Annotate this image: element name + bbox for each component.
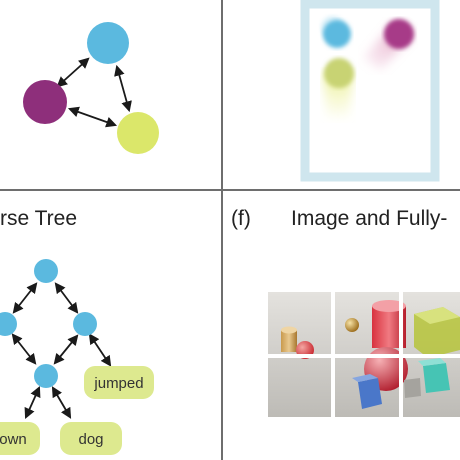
edge-right-mid [53,334,79,365]
edge-root-right [54,282,79,314]
edge-right-jumped [88,333,112,367]
edge-blue-purple [56,57,90,88]
patched-image [268,292,460,417]
gold-cylinder [281,330,297,352]
patch-line-h1 [268,354,460,358]
blue-node [87,22,129,64]
blue-ball [323,20,351,48]
cyan-cube [423,363,450,393]
edge-mid-dog [51,386,72,419]
gold-sphere [345,318,359,332]
yellow-green-node [117,112,159,154]
yellow-green-ball [324,58,354,88]
image-graph-title: Image and Fully- [291,207,448,230]
left-node [0,312,17,336]
panel-f-label: (f) [231,207,251,230]
motion-frame-figure [300,0,440,182]
leaf-dog-label: dog [78,431,103,448]
gray-cube [404,378,421,398]
edge-blue-yellow [114,64,132,113]
leaf-own-label: own [0,431,27,448]
leaf-jumped-box [84,366,154,399]
root-node [34,259,58,283]
parse-tree-title: rse Tree [0,207,78,230]
edge-mid-own [24,386,41,419]
horizontal-divider [0,189,460,191]
blue-cube [358,378,382,409]
leaf-dog-box [60,422,122,455]
vertical-divider [221,0,223,460]
leaf-jumped-label: jumped [93,375,143,392]
purple-node [23,80,67,124]
edge-purple-yellow [67,106,118,128]
edge-left-mid [11,333,37,365]
edge-root-left [12,282,38,314]
right-node [73,312,97,336]
mid-node [34,364,58,388]
three-node-graph [23,22,159,154]
leaf-own-box [0,422,40,455]
parse-tree-diagram: jumped own dog [0,259,154,455]
purple-ball [384,19,414,49]
